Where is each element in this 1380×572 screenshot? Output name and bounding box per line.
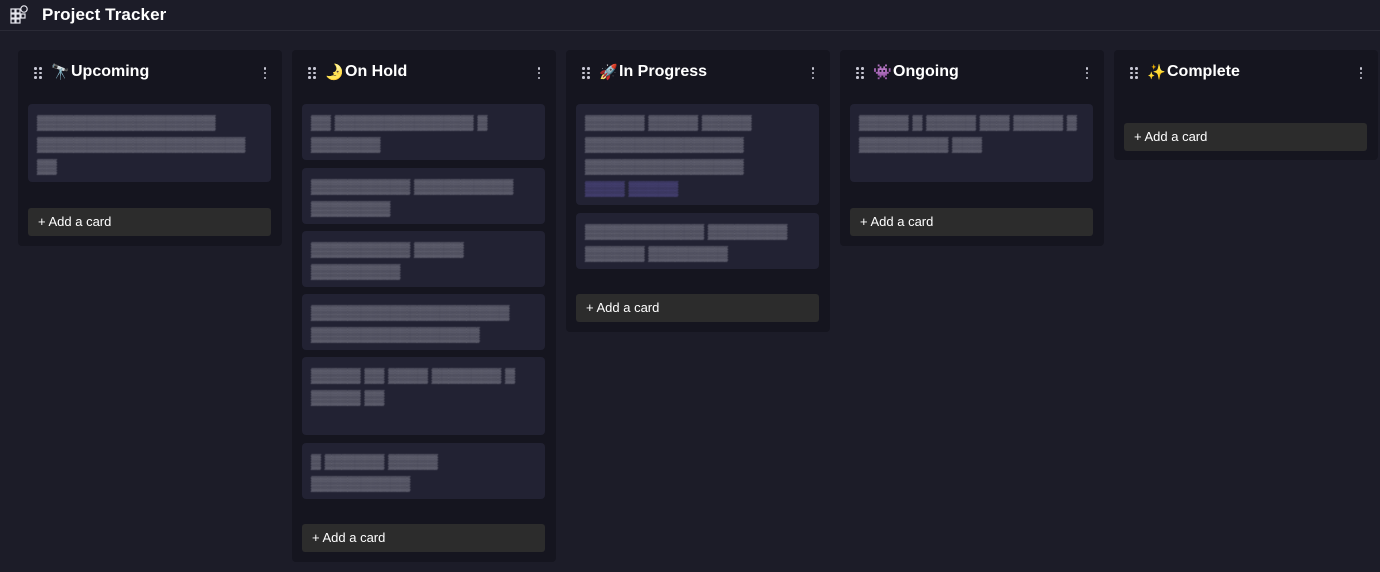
column-title: Complete (1167, 63, 1240, 80)
drag-handle-icon[interactable] (34, 67, 42, 79)
card-text: ▒▒▒▒▒ ▒ ▒▒▒▒▒ ▒▒▒ ▒▒▒▒▒ ▒ ▒▒▒▒▒▒▒▒▒ ▒▒▒ (859, 114, 1077, 152)
column-header: 🌛 On Hold (292, 50, 556, 94)
app-title: Project Tracker (42, 5, 167, 24)
card-text: ▒▒▒▒▒▒▒▒▒▒ ▒▒▒▒▒ ▒▒▒▒▒▒▒▒▒ (311, 241, 464, 279)
column-title: On Hold (345, 63, 408, 80)
card-text: ▒▒▒▒▒▒▒▒▒▒▒▒ ▒▒▒▒▒▒▒▒ ▒▒▒▒▒▒ ▒▒▒▒▒▒▒▒ (585, 223, 788, 261)
column-header: 👾 Ongoing (840, 50, 1104, 94)
moon-icon: 🌛 (325, 63, 344, 81)
column-title: In Progress (619, 63, 708, 80)
add-card-button[interactable]: + Add a card (1124, 123, 1367, 151)
column-menu-icon[interactable] (1359, 67, 1363, 79)
column-menu-icon[interactable] (263, 67, 267, 79)
card[interactable]: ▒▒▒▒▒▒ ▒▒▒▒▒ ▒▒▒▒▒ ▒▒▒▒▒▒▒▒▒▒▒▒▒▒▒▒ ▒▒▒▒… (576, 104, 819, 205)
sparkles-icon: ✨ (1147, 63, 1166, 81)
card-text: ▒▒▒▒▒▒ ▒▒▒▒▒ ▒▒▒▒▒ ▒▒▒▒▒▒▒▒▒▒▒▒▒▒▒▒ ▒▒▒▒… (585, 114, 752, 174)
card-text: ▒ ▒▒▒▒▒▒ ▒▒▒▒▒ ▒▒▒▒▒▒▒▒▒▒ (311, 453, 438, 491)
column-ongoing[interactable]: 👾 Ongoing ▒▒▒▒▒ ▒ ▒▒▒▒▒ ▒▒▒ ▒▒▒▒▒ ▒ ▒▒▒▒… (840, 50, 1104, 246)
card[interactable]: ▒▒ ▒▒▒▒▒▒▒▒▒▒▒▒▒▒ ▒ ▒▒▒▒▒▒▒ (302, 104, 545, 160)
telescope-icon: 🔭 (51, 63, 70, 81)
column-menu-icon[interactable] (1085, 67, 1089, 79)
drag-handle-icon[interactable] (582, 67, 590, 79)
card[interactable]: ▒ ▒▒▒▒▒▒ ▒▒▒▒▒ ▒▒▒▒▒▒▒▒▒▒ (302, 443, 545, 499)
column-title: Ongoing (893, 63, 959, 80)
add-card-button[interactable]: + Add a card (302, 524, 545, 552)
drag-handle-icon[interactable] (1130, 67, 1138, 79)
top-bar: Project Tracker (0, 0, 1380, 31)
drag-handle-icon[interactable] (308, 67, 316, 79)
add-card-button[interactable]: + Add a card (576, 294, 819, 322)
card[interactable]: ▒▒▒▒▒ ▒▒ ▒▒▒▒ ▒▒▒▒▒▒▒ ▒ ▒▒▒▒▒ ▒▒ (302, 357, 545, 435)
card[interactable]: ▒▒▒▒▒▒▒▒▒▒▒▒▒▒▒▒▒▒▒▒ ▒▒▒▒▒▒▒▒▒▒▒▒▒▒▒▒▒ (302, 294, 545, 350)
column-menu-icon[interactable] (811, 67, 815, 79)
column-header: 🔭 Upcoming (18, 50, 282, 94)
column-title: Upcoming (71, 63, 150, 80)
column-complete[interactable]: ✨ Complete + Add a card (1114, 50, 1378, 160)
column-in-progress[interactable]: 🚀 In Progress ▒▒▒▒▒▒ ▒▒▒▒▒ ▒▒▒▒▒ ▒▒▒▒▒▒▒… (566, 50, 830, 332)
card-text: ▒▒▒▒▒ ▒▒ ▒▒▒▒ ▒▒▒▒▒▒▒ ▒ ▒▒▒▒▒ ▒▒ (311, 367, 516, 405)
card[interactable]: ▒▒▒▒▒▒▒▒▒▒ ▒▒▒▒▒ ▒▒▒▒▒▒▒▒▒ (302, 231, 545, 287)
alien-monster-icon: 👾 (873, 63, 892, 81)
rocket-icon: 🚀 (599, 63, 618, 81)
column-header: 🚀 In Progress (566, 50, 830, 94)
card-text: ▒▒▒▒▒▒▒▒▒▒ ▒▒▒▒▒▒▒▒▒▒ ▒▒▒▒▒▒▒▒ (311, 178, 514, 216)
card-text: ▒▒ ▒▒▒▒▒▒▒▒▒▒▒▒▒▒ ▒ ▒▒▒▒▒▒▒ (311, 114, 488, 152)
column-on-hold[interactable]: 🌛 On Hold ▒▒ ▒▒▒▒▒▒▒▒▒▒▒▒▒▒ ▒ ▒▒▒▒▒▒▒ ▒▒… (292, 50, 556, 562)
card[interactable]: ▒▒▒▒▒ ▒ ▒▒▒▒▒ ▒▒▒ ▒▒▒▒▒ ▒ ▒▒▒▒▒▒▒▒▒ ▒▒▒ (850, 104, 1093, 182)
card-text: ▒▒▒▒▒▒▒▒▒▒▒▒▒▒▒▒▒▒▒▒ ▒▒▒▒▒▒▒▒▒▒▒▒▒▒▒▒▒ (311, 304, 510, 342)
card[interactable]: ▒▒▒▒▒▒▒▒▒▒ ▒▒▒▒▒▒▒▒▒▒ ▒▒▒▒▒▒▒▒ (302, 168, 545, 224)
card[interactable]: ▒▒▒▒▒▒▒▒▒▒▒▒▒▒▒▒▒▒ ▒▒▒▒▒▒▒▒▒▒▒▒▒▒▒▒▒▒▒▒▒… (28, 104, 271, 182)
card-text: ▒▒▒▒▒▒▒▒▒▒▒▒▒▒▒▒▒▒ ▒▒▒▒▒▒▒▒▒▒▒▒▒▒▒▒▒▒▒▒▒… (37, 114, 246, 174)
card-tag: ▒▒▒▒ ▒▒▒▒▒ (585, 180, 679, 196)
column-menu-icon[interactable] (537, 67, 541, 79)
column-header: ✨ Complete (1114, 50, 1378, 94)
card[interactable]: ▒▒▒▒▒▒▒▒▒▒▒▒ ▒▒▒▒▒▒▒▒ ▒▒▒▒▒▒ ▒▒▒▒▒▒▒▒ (576, 213, 819, 269)
add-card-button[interactable]: + Add a card (850, 208, 1093, 236)
board-grid-icon (10, 5, 28, 24)
column-upcoming[interactable]: 🔭 Upcoming ▒▒▒▒▒▒▒▒▒▒▒▒▒▒▒▒▒▒ ▒▒▒▒▒▒▒▒▒▒… (18, 50, 282, 246)
drag-handle-icon[interactable] (856, 67, 864, 79)
add-card-button[interactable]: + Add a card (28, 208, 271, 236)
